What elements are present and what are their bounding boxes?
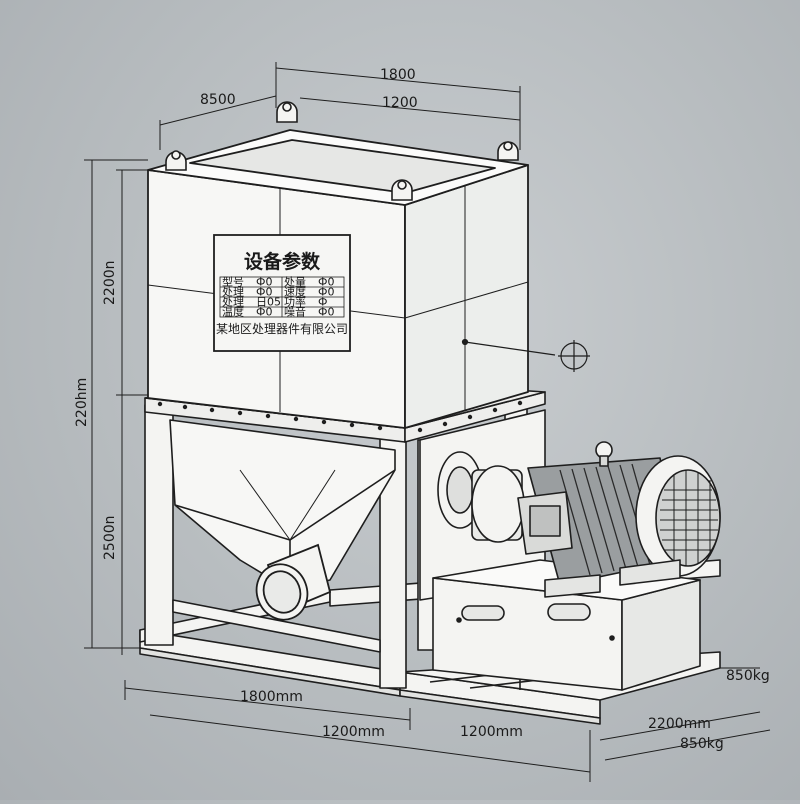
dim-top-inner: 1200 bbox=[382, 95, 418, 111]
center-marker bbox=[461, 338, 590, 372]
dim-top-depth: 8500 bbox=[200, 92, 236, 108]
dimension-labels: 1800 1200 8500 2200n 220hm 2500n 1800mm … bbox=[74, 67, 770, 752]
plate-row-4-right-value: Ф0 bbox=[318, 306, 334, 319]
dim-weight-right: 850kg bbox=[726, 668, 770, 684]
dim-base-right: 1200mm bbox=[460, 724, 523, 740]
flange-bolts bbox=[157, 400, 523, 433]
lifting-lugs bbox=[165, 101, 519, 201]
plate-row-2-left-value: Ф0 bbox=[256, 286, 272, 299]
plate-row-4-left-label: 温度 bbox=[222, 305, 244, 319]
dim-total-height: 220hm bbox=[74, 378, 90, 427]
plate-row-3-right-value: Ф bbox=[318, 296, 327, 309]
bearing-housing bbox=[437, 451, 525, 543]
nameplate: 设备参数 型号 Ф0 处量 Ф0 处理 Ф0 速度 Ф0 处理 日05 功率 Ф… bbox=[213, 234, 351, 352]
plate-row-1-left-label: 型号 bbox=[222, 275, 244, 289]
plate-row-2-left-label: 处理 bbox=[222, 286, 244, 299]
dim-top-width: 1800 bbox=[380, 67, 416, 83]
dimension-lines bbox=[84, 62, 771, 782]
plate-row-1-left-value: Ф0 bbox=[256, 276, 272, 289]
plate-row-2-right-value: Ф0 bbox=[318, 286, 334, 299]
plate-row-2-right-label: 速度 bbox=[284, 285, 306, 299]
plate-row-4-left-value: Ф0 bbox=[256, 306, 272, 319]
electric-motor bbox=[517, 441, 721, 598]
dim-base-left: 1200mm bbox=[322, 724, 385, 740]
hopper-cone bbox=[169, 419, 396, 591]
plate-row-3-right-label: 功率 bbox=[284, 295, 306, 309]
discharge-spout bbox=[255, 543, 332, 621]
dim-base-depth: 2200mm bbox=[648, 716, 711, 732]
plate-row-4-right-label: 噪音 bbox=[284, 305, 306, 319]
nameplate-title: 设备参数 bbox=[244, 250, 321, 273]
dim-base-width: 1800mm bbox=[240, 689, 303, 705]
plate-row-1-right-label: 处量 bbox=[284, 276, 306, 289]
plate-row-1-right-value: Ф0 bbox=[318, 276, 334, 289]
plate-row-3-left-value: 日05 bbox=[256, 296, 281, 309]
dim-hopper-height: 2200n bbox=[102, 260, 118, 305]
plate-row-3-left-label: 处理 bbox=[222, 296, 244, 309]
dim-frame-height: 2500n bbox=[102, 515, 118, 560]
nameplate-footer: 某地区处理器件有限公司 bbox=[216, 322, 348, 336]
dim-weight-bottom: 850kg bbox=[680, 736, 724, 752]
